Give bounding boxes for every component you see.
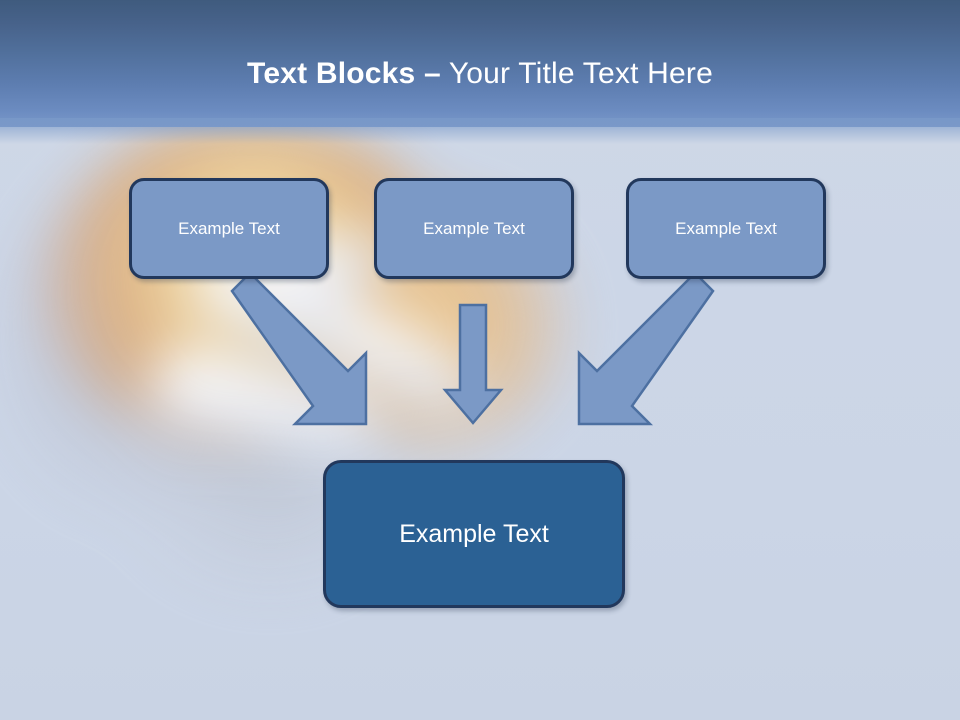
text-block-top-1[interactable]: Example Text (129, 178, 329, 279)
text-block-top-2[interactable]: Example Text (374, 178, 574, 279)
text-block-top-2-label: Example Text (423, 218, 525, 238)
background-photo-pills (0, 120, 700, 720)
text-block-top-1-label: Example Text (178, 218, 280, 238)
slide-header-band (0, 0, 960, 127)
page-title-regular: Your Title Text Here (440, 57, 713, 90)
text-block-top-3-label: Example Text (675, 218, 777, 238)
text-block-bottom[interactable]: Example Text (323, 460, 625, 608)
page-title: Text Blocks – Your Title Text Here (0, 54, 960, 94)
page-title-bold: Text Blocks – (247, 57, 441, 90)
header-fade-edge (0, 118, 960, 144)
text-block-top-3[interactable]: Example Text (626, 178, 826, 279)
text-block-bottom-label: Example Text (399, 519, 549, 548)
